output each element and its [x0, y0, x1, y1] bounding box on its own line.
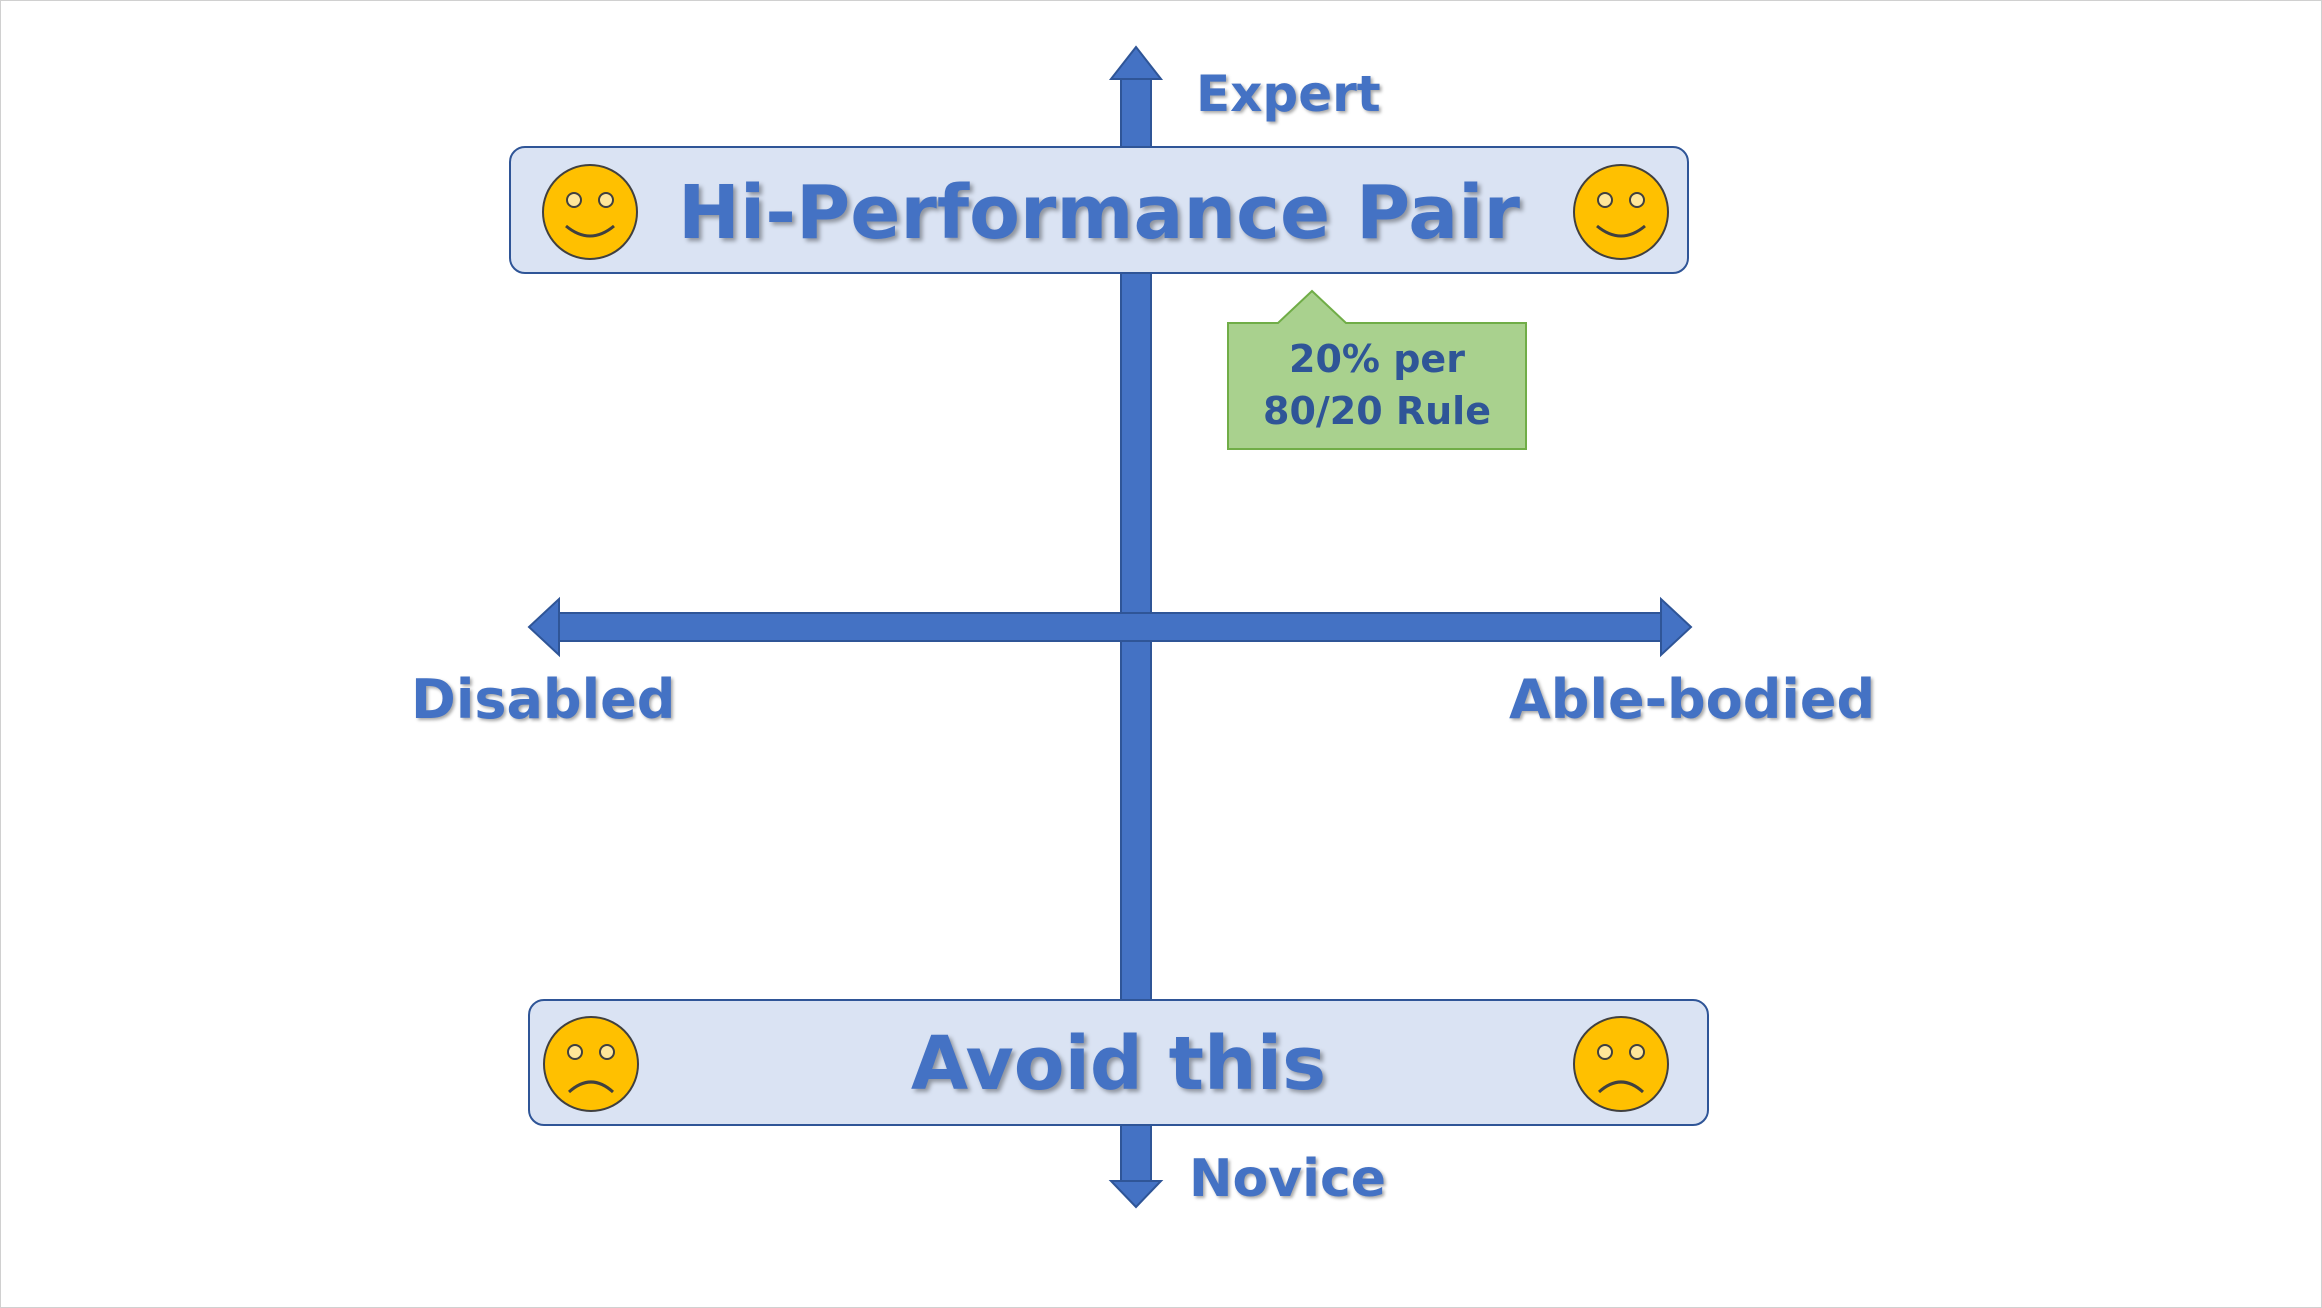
left-arrow-head — [527, 596, 560, 658]
frowning-face-icon — [543, 1016, 639, 1112]
avoid-this-banner: Avoid this — [528, 999, 1709, 1126]
horizontal-axis — [555, 612, 1665, 642]
hi-performance-title: Hi-Performance Pair — [677, 170, 1521, 256]
smiley-face-icon — [542, 164, 638, 260]
novice-label: Novice — [1189, 1149, 1387, 1209]
callout-shape — [1227, 289, 1527, 450]
avoid-this-title: Avoid this — [910, 1021, 1327, 1107]
up-arrow-head — [1108, 45, 1164, 80]
right-arrow-head — [1660, 596, 1693, 658]
able-bodied-label: Able-bodied — [1509, 668, 1876, 731]
expert-label: Expert — [1196, 65, 1381, 123]
down-arrow-head — [1108, 1180, 1164, 1209]
frowning-face-icon — [1573, 1016, 1669, 1112]
smiley-face-icon — [1573, 164, 1669, 260]
callout-line-1: 20% per — [1289, 337, 1465, 381]
callout-box: 20% per 80/20 Rule — [1226, 289, 1528, 451]
callout-line-2: 80/20 Rule — [1263, 389, 1491, 433]
disabled-label: Disabled — [411, 668, 676, 731]
hi-performance-banner: Hi-Performance Pair — [509, 146, 1689, 274]
